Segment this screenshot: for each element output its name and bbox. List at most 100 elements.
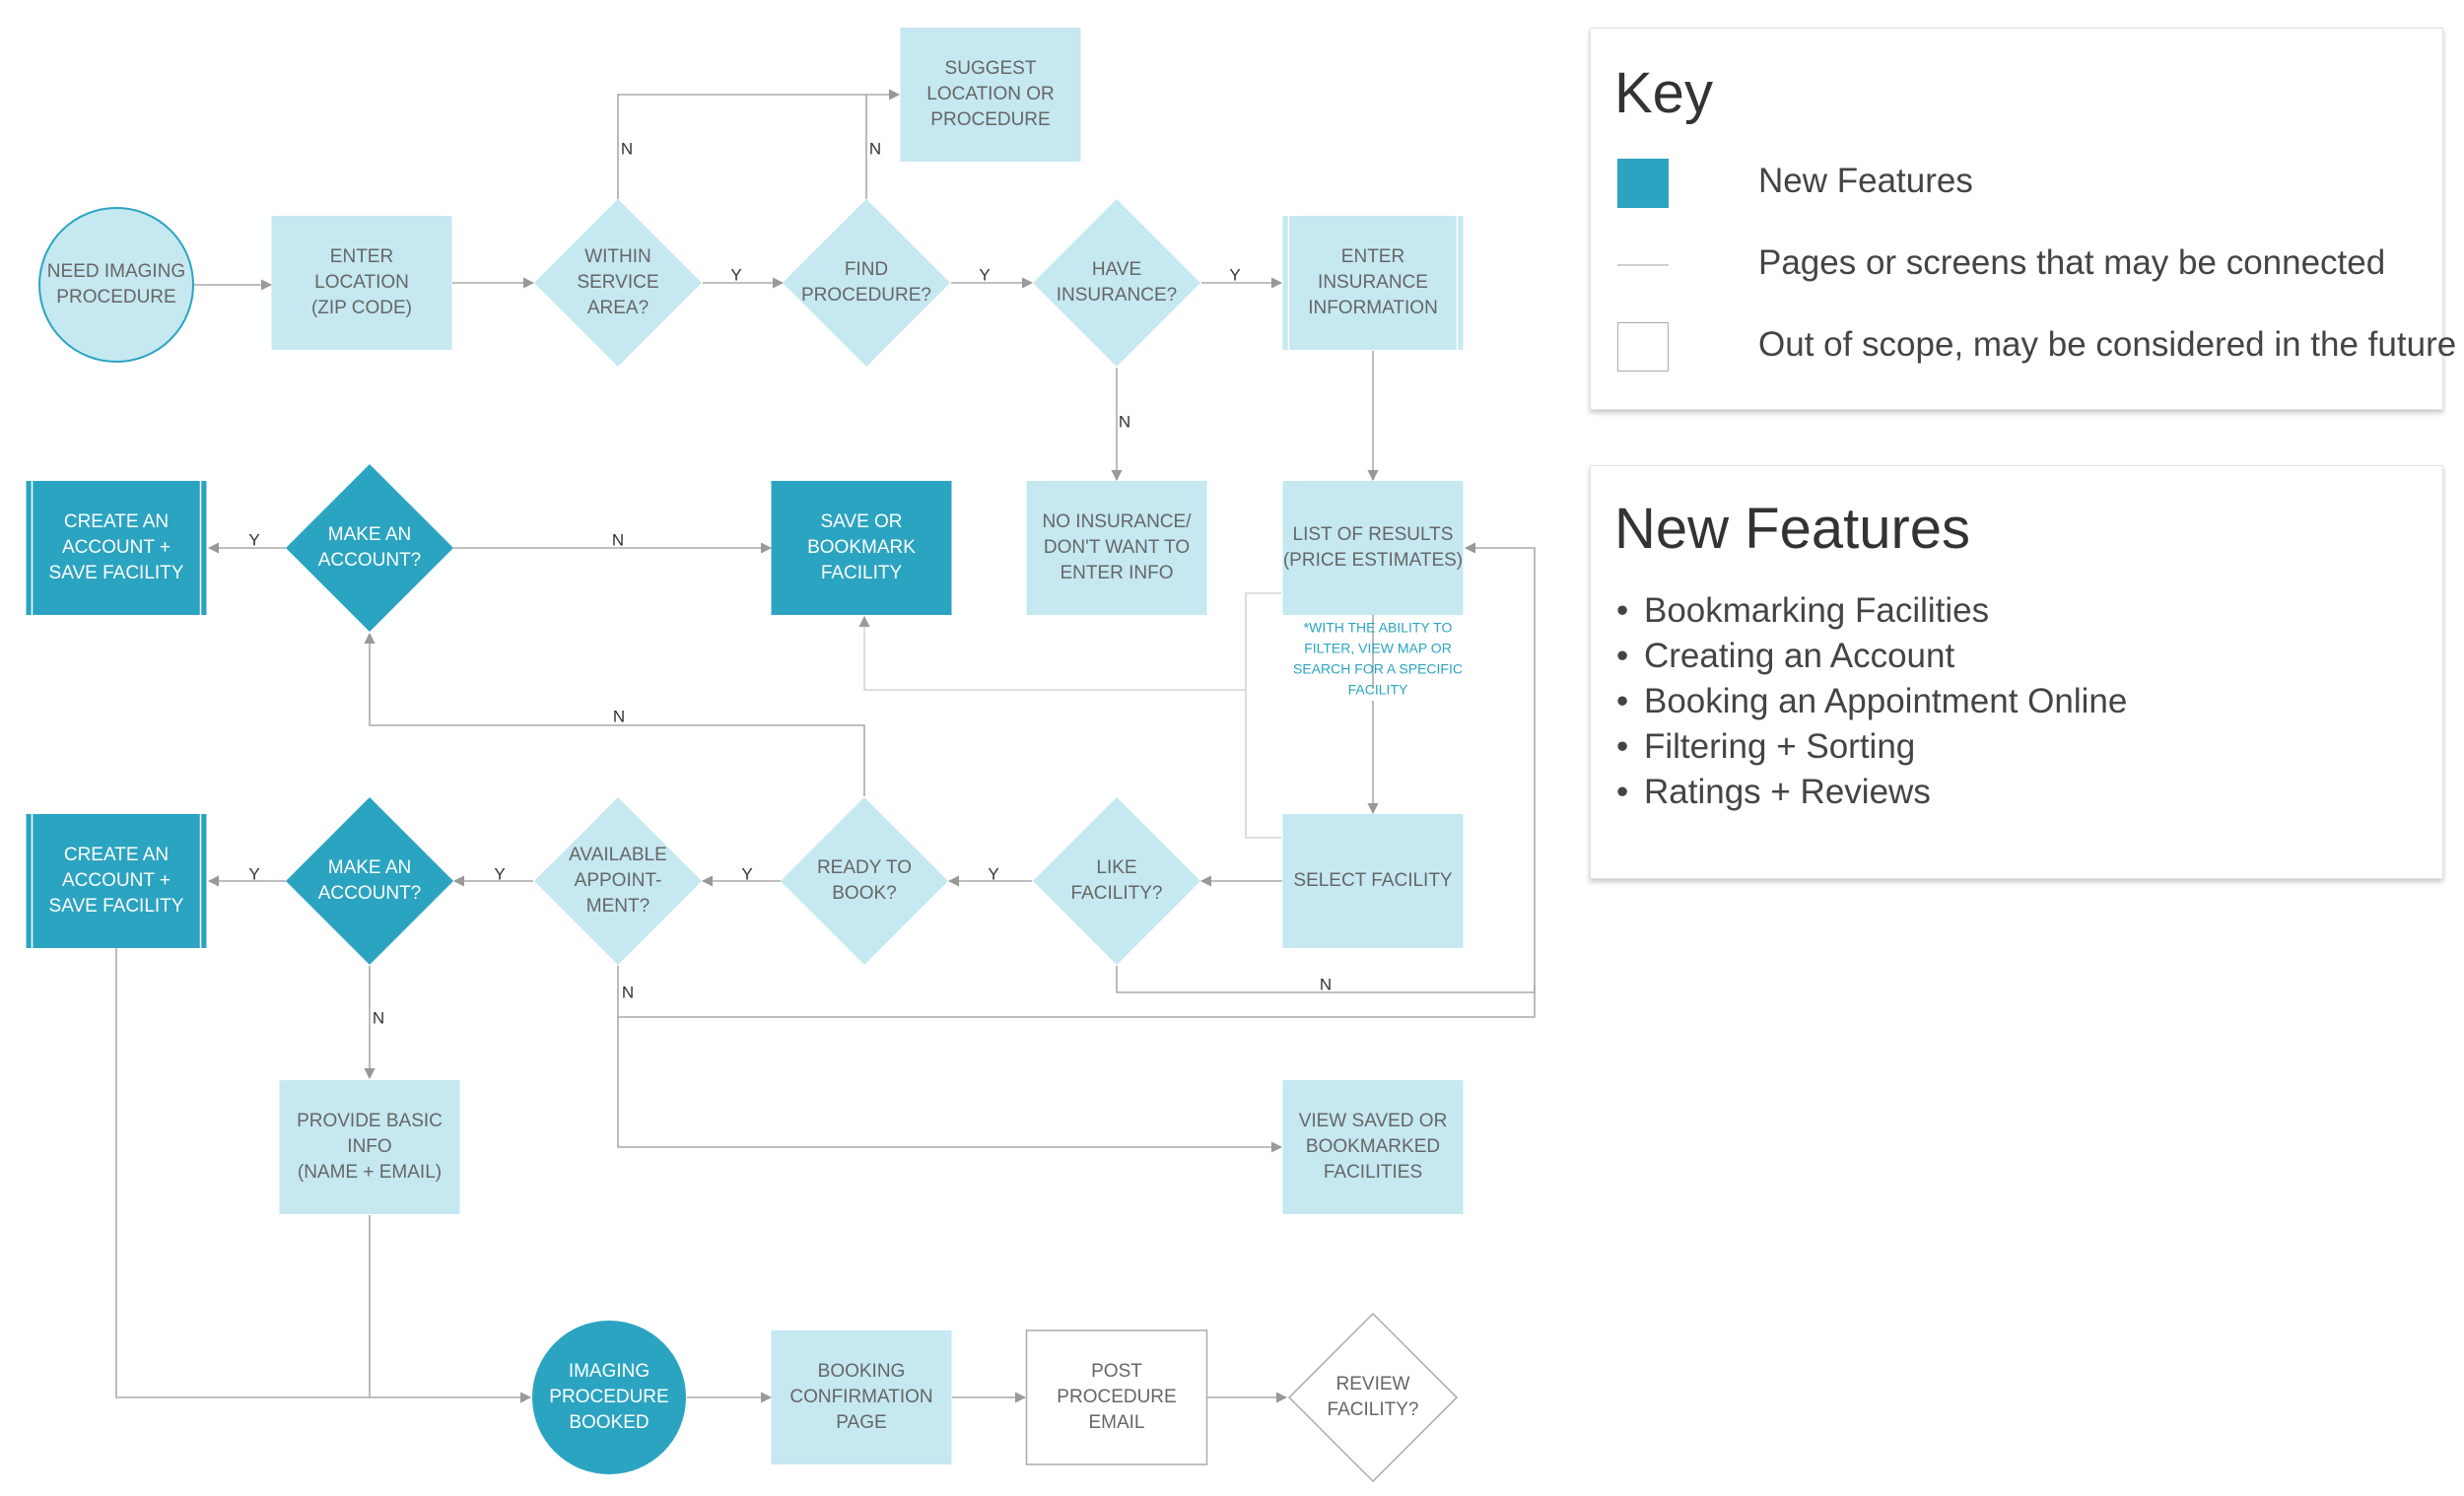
node-create1-label: ACCOUNT + xyxy=(62,537,171,558)
node-viewsaved-label: BOOKMARKED xyxy=(1306,1136,1440,1157)
node-booked-label: BOOKED xyxy=(569,1412,649,1433)
results-note-line: SEARCH FOR A SPECIFIC xyxy=(1293,661,1463,677)
node-save-box xyxy=(771,481,952,615)
connector-line xyxy=(617,966,1536,1018)
feature-item: Booking an Appointment Online xyxy=(1616,679,2127,724)
node-avail-label: AVAILABLE xyxy=(569,845,667,865)
node-create2-label: CREATE AN xyxy=(64,845,169,865)
node-enterloc-label: ENTER xyxy=(330,246,393,267)
connector-line xyxy=(364,632,865,796)
connector-line xyxy=(115,948,532,1403)
node-suggest-box xyxy=(900,28,1081,162)
node-noins-label: DON'T WANT TO xyxy=(1044,537,1190,558)
connector-line xyxy=(617,1017,1283,1153)
node-noins-box xyxy=(1026,481,1207,615)
node-save-label: FACILITY xyxy=(821,563,903,583)
node-ready-diamond xyxy=(781,797,948,965)
node-create1-label: SAVE FACILITY xyxy=(49,563,184,583)
node-confirm-box xyxy=(771,1330,952,1464)
key-card: Key New Features Pages or screens that m… xyxy=(1590,28,2456,410)
node-within-label: WITHIN xyxy=(584,246,651,267)
edge-label-find-n: N xyxy=(869,139,881,158)
key-row-future: Out of scope, may be considered in the f… xyxy=(1591,320,2456,374)
edge-label-ready-n: N xyxy=(613,707,625,725)
edge-label-within-n: N xyxy=(621,139,633,158)
node-avail-label: MENT? xyxy=(586,896,650,917)
node-booked-circle xyxy=(532,1321,686,1474)
node-select-label: SELECT FACILITY xyxy=(1293,870,1453,891)
node-basic-box xyxy=(279,1080,460,1214)
node-create1-box xyxy=(26,481,207,615)
edge-label-within-y: Y xyxy=(730,265,741,284)
node-confirm-label: BOOKING xyxy=(818,1361,906,1382)
node-enterloc-label: (ZIP CODE) xyxy=(311,298,412,318)
node-create1-label: CREATE AN xyxy=(64,511,169,532)
node-like-label: FACILITY? xyxy=(1071,883,1163,904)
node-within-label: SERVICE xyxy=(577,272,658,293)
node-results-label: LIST OF RESULTS xyxy=(1293,524,1454,545)
node-enterins-label: INSURANCE xyxy=(1318,272,1428,293)
node-haveins-diamond xyxy=(1033,199,1200,367)
node-enterins-label: ENTER xyxy=(1341,246,1404,267)
node-haveins-label: INSURANCE? xyxy=(1057,285,1177,306)
node-post-box xyxy=(1025,1329,1208,1465)
key-label-new: New Features xyxy=(1758,162,1973,200)
node-within-diamond xyxy=(534,199,702,367)
node-confirm-label: CONFIRMATION xyxy=(789,1387,932,1407)
node-basic-label: INFO xyxy=(347,1136,391,1157)
node-findproc-diamond xyxy=(783,199,950,367)
new-features-card: New Features Bookmarking Facilities Crea… xyxy=(1590,465,2443,879)
results-note-line: FILTER, VIEW MAP OR xyxy=(1304,641,1452,656)
node-make1-diamond xyxy=(286,464,453,632)
future-swatch xyxy=(1617,322,1669,372)
results-note-line: FACILITY xyxy=(1348,682,1408,698)
node-results-box xyxy=(1282,481,1464,615)
key-label-line: Pages or screens that may be connected xyxy=(1758,243,2386,282)
edge-label-make2-n: N xyxy=(373,1008,384,1027)
node-noins-label: NO INSURANCE/ xyxy=(1043,511,1193,532)
node-make2-label: ACCOUNT? xyxy=(318,883,422,904)
node-enterins: ENTER INSURANCE INFORMATION xyxy=(1282,216,1464,350)
node-booked-label: IMAGING xyxy=(569,1361,650,1382)
node-create2-box xyxy=(26,814,207,948)
node-need-circle xyxy=(38,207,194,363)
node-enterins-label: INFORMATION xyxy=(1308,298,1438,318)
node-review-label: REVIEW xyxy=(1336,1374,1410,1394)
node-booked-label: PROCEDURE xyxy=(549,1387,668,1407)
new-feature-swatch xyxy=(1617,159,1669,208)
faint-connector-line xyxy=(1245,592,1281,839)
node-ready-label: BOOK? xyxy=(832,883,896,904)
connector-line xyxy=(617,89,901,199)
node-basic-label: (NAME + EMAIL) xyxy=(298,1162,442,1183)
key-title: Key xyxy=(1614,61,1713,125)
edge-label-avail-n: N xyxy=(622,983,634,1001)
edge-label-make1-y: Y xyxy=(248,530,259,549)
node-viewsaved-box xyxy=(1282,1080,1464,1214)
node-like-diamond xyxy=(1033,797,1200,965)
connector-lines xyxy=(115,89,1536,1403)
node-results: LIST OF RESULTS(PRICE ESTIMATES) xyxy=(1282,481,1464,615)
node-booked: IMAGING PROCEDURE BOOKED xyxy=(532,1321,686,1474)
edge-label-haveins-y: Y xyxy=(1229,265,1240,284)
node-post-label: POST xyxy=(1091,1361,1142,1382)
edge-label-haveins-n: N xyxy=(1119,412,1130,431)
node-post-label: EMAIL xyxy=(1088,1412,1144,1433)
edge-label-make2-y: Y xyxy=(248,864,259,883)
node-need-label: NEED IMAGING xyxy=(47,261,185,282)
